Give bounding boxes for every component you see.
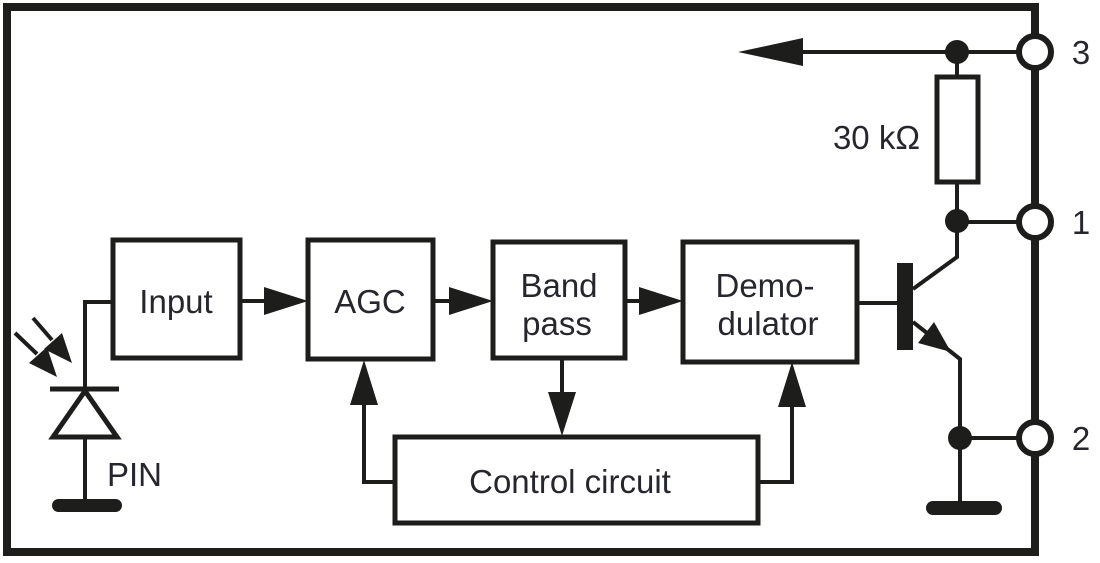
output-stage: 30 kΩ: [738, 38, 1035, 515]
transistor-base-bar: [897, 263, 913, 350]
emitter-arrowhead-icon: [918, 322, 951, 352]
light-ray-icon: [31, 316, 54, 342]
arrow-up-icon: [778, 362, 806, 407]
pin-2-circle: [1016, 419, 1054, 457]
input-block-label: Input: [139, 283, 212, 320]
junction-dot: [945, 209, 969, 233]
arrow-right-icon: [449, 287, 493, 315]
arrow-right-icon: [639, 287, 683, 315]
pin-1-label: 1: [1072, 204, 1090, 241]
agc-block: [305, 237, 436, 362]
wire-control-agc: [362, 404, 397, 484]
arrow-left-icon: [738, 38, 803, 66]
demodulator-block-label-line1: Demo-: [715, 267, 814, 304]
demodulator-block: [680, 239, 860, 365]
demodulator-block-label-line2: dulator: [718, 305, 819, 342]
ic-outline: [3, 3, 1039, 556]
pin-3-circle: [1016, 33, 1054, 71]
arrow-up-icon: [350, 360, 378, 405]
wire-control-demodulator: [758, 407, 794, 484]
resistor-label: 30 kΩ: [833, 119, 920, 156]
light-ray-arrowhead-icon: [44, 333, 72, 363]
input-block: [110, 237, 243, 361]
arrow-down-icon: [548, 392, 576, 436]
control-circuit-block-label: Control circuit: [469, 463, 671, 500]
transistor-collector-wire: [911, 221, 959, 291]
bandpass-block: [490, 239, 628, 361]
arrow-right-icon: [264, 287, 308, 315]
photodiode-section: PIN: [13, 300, 162, 512]
agc-block-label: AGC: [334, 283, 406, 320]
junction-dot: [948, 426, 972, 450]
ground-icon: [926, 501, 1002, 515]
pin-1-circle: [1016, 203, 1054, 241]
pin-3-label: 3: [1072, 34, 1090, 71]
diode-triangle: [48, 386, 122, 440]
photodiode-top-wire: [83, 300, 113, 389]
junction-dot: [945, 40, 969, 64]
bandpass-block-label-line1: Band: [520, 267, 597, 304]
photodiode-label: PIN: [107, 456, 162, 493]
signal-chain: Input AGC Band pass Demo- dulator: [110, 237, 860, 365]
light-ray-arrowhead-icon: [29, 347, 57, 377]
bandpass-block-label-line2: pass: [522, 305, 592, 342]
pin-2-label: 2: [1072, 420, 1090, 457]
resistor: [934, 74, 981, 185]
ground-icon: [52, 499, 122, 512]
control-circuit-section: Control circuit: [350, 358, 806, 526]
control-circuit-block: [392, 434, 761, 526]
pins: 3 1 2: [1016, 33, 1090, 457]
light-ray-icon: [13, 331, 39, 356]
